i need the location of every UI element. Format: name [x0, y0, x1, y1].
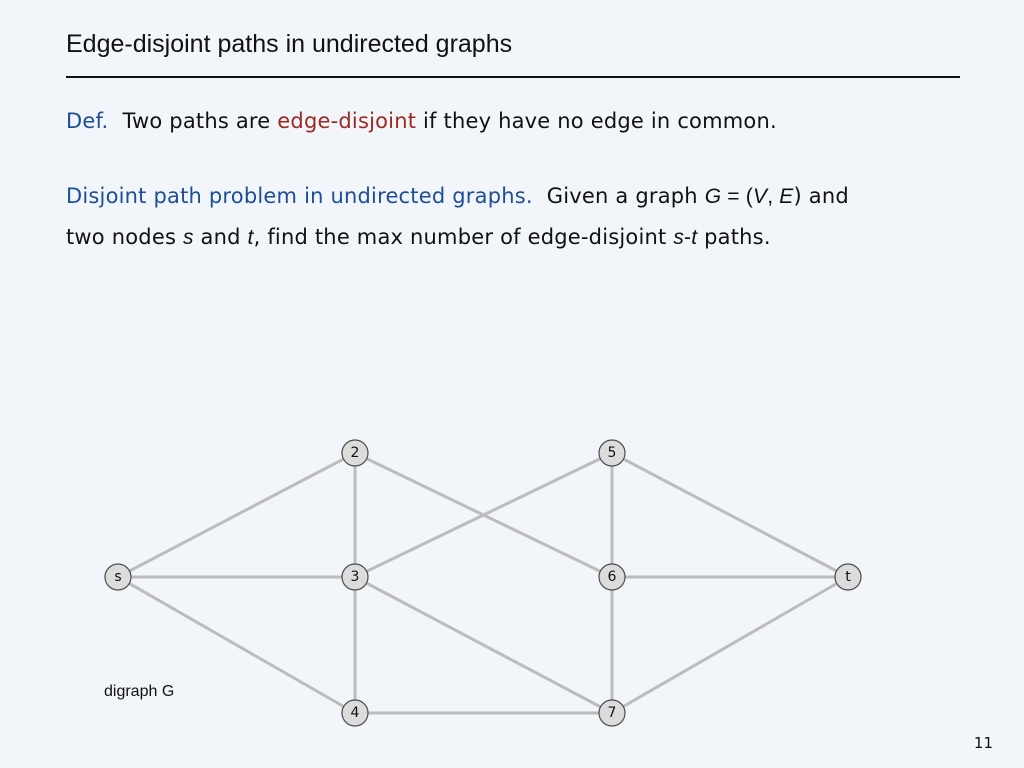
- node-label-5: 5: [608, 445, 617, 461]
- node-circle-5: [598, 439, 626, 467]
- edge-5-t: [610, 451, 850, 579]
- node-label-t: t: [845, 569, 851, 585]
- edge-3-7: [353, 575, 614, 715]
- node-5: 5: [598, 439, 626, 467]
- node-6: 6: [598, 563, 626, 591]
- node-circle-t: [834, 563, 862, 591]
- definition-text-before: Two paths are: [122, 109, 278, 133]
- node-circle-4: [341, 699, 369, 727]
- math-dash: -: [684, 226, 692, 249]
- math-G: G: [704, 185, 722, 208]
- node-2: 2: [341, 439, 369, 467]
- node-label-s: s: [114, 569, 121, 585]
- node-3: 3: [341, 563, 369, 591]
- definition-term: edge-disjoint: [277, 109, 417, 133]
- definition-label: Def.: [66, 109, 109, 133]
- problem-given: Given a graph: [546, 184, 705, 208]
- math-eq-open: = (: [721, 185, 753, 208]
- node-circle-7: [598, 699, 626, 727]
- node-label-6: 6: [608, 569, 617, 585]
- node-7: 7: [598, 699, 626, 727]
- page-number: 11: [973, 734, 993, 752]
- edge-7-t: [610, 575, 850, 715]
- node-circle-3: [341, 563, 369, 591]
- math-t: t: [247, 226, 254, 249]
- node-4: 4: [341, 699, 369, 727]
- problem-line2-a: two nodes: [66, 225, 183, 249]
- node-circle-6: [598, 563, 626, 591]
- definition-text-after: if they have no edge in common.: [416, 109, 777, 133]
- math-st-t: t: [691, 226, 698, 249]
- problem-close-and: ) and: [793, 184, 849, 208]
- node-s: s: [104, 563, 132, 591]
- node-circle-s: [104, 563, 132, 591]
- definition-paragraph: Def. Two paths are edge-disjoint if they …: [66, 101, 966, 141]
- math-comma: ,: [767, 185, 780, 208]
- math-V: V: [752, 185, 768, 208]
- node-label-3: 3: [351, 569, 360, 585]
- title-divider: [66, 76, 960, 78]
- node-label-2: 2: [351, 445, 360, 461]
- math-E: E: [779, 185, 794, 208]
- node-t: t: [834, 563, 862, 591]
- problem-paths: paths.: [697, 225, 771, 249]
- problem-line2-b: , find the max number of edge-disjoint: [253, 225, 674, 249]
- problem-and: and: [193, 225, 248, 249]
- edge-s-2: [116, 451, 357, 579]
- edge-3-5: [353, 451, 614, 579]
- edge-s-4: [116, 575, 357, 715]
- node-label-4: 4: [351, 705, 360, 721]
- problem-paragraph: Disjoint path problem in undirected grap…: [66, 176, 966, 258]
- problem-label: Disjoint path problem in undirected grap…: [66, 184, 533, 208]
- node-circle-2: [341, 439, 369, 467]
- node-label-7: 7: [608, 705, 617, 721]
- math-s: s: [182, 226, 194, 249]
- slide-title: Edge-disjoint paths in undirected graphs: [66, 30, 513, 58]
- math-st-s: s: [673, 226, 685, 249]
- graph-caption: digraph G: [104, 683, 175, 700]
